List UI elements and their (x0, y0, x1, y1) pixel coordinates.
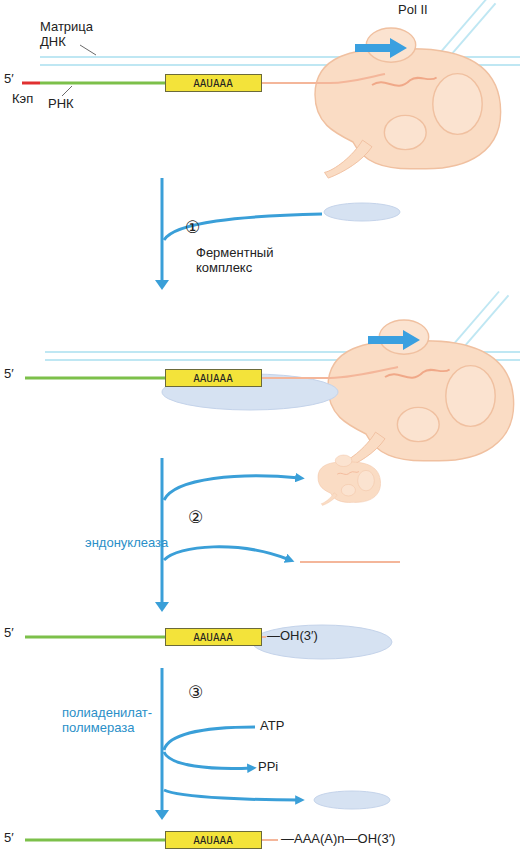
label: Кэп (12, 92, 33, 107)
label: —AAA(A)n—OH(3′) (281, 832, 395, 847)
label: Ферментный комплекс (196, 246, 286, 276)
branch-arrow (164, 752, 252, 768)
label: Pol II (398, 3, 428, 18)
arrow-head (155, 810, 169, 820)
enzyme-complex (314, 791, 390, 809)
arrow-head (155, 602, 169, 612)
signal-box: AAUAAA (165, 369, 262, 387)
rna-tail (262, 839, 278, 841)
step-arrow (161, 668, 164, 812)
label: —OH(3′) (267, 629, 318, 644)
signal-box: AAUAAA (165, 628, 262, 646)
branch-arrow (164, 547, 290, 560)
step-number: ① (185, 218, 200, 238)
pol-ii-enzyme (315, 0, 501, 178)
label: PPi (258, 760, 278, 775)
label: ATP (260, 719, 284, 734)
pol-ii-enzyme (318, 455, 381, 506)
rna-strand (25, 636, 165, 639)
leader-line (62, 86, 72, 96)
rna-strand (25, 377, 165, 380)
rna-strand (25, 839, 165, 842)
branch-arrow (164, 476, 300, 500)
rna-tail (262, 636, 266, 638)
label: полиаденилат- полимераза (62, 706, 158, 736)
branch-arrow (164, 790, 300, 800)
signal-box: AAUAAA (165, 74, 262, 92)
enzyme-complex (324, 203, 400, 221)
signal-box: AAUAAA (165, 831, 262, 849)
label: 5′ (4, 626, 14, 641)
cleaved-rna (300, 561, 400, 563)
leader-line (80, 45, 96, 55)
step-arrow (161, 458, 164, 604)
rna-strand (40, 82, 165, 85)
pol-ii-enzyme (328, 292, 514, 471)
enzyme-complex (252, 625, 392, 659)
label: РНК (48, 97, 74, 112)
label: 5′ (4, 367, 14, 382)
branch-arrow (164, 214, 322, 240)
box-text: AAUAAA (193, 77, 233, 90)
step-number: ② (188, 508, 203, 528)
direction-arrow (368, 330, 420, 350)
box-text: AAUAAA (193, 372, 233, 385)
rna-tail (262, 377, 330, 379)
rna-tail (330, 367, 398, 378)
rna-tail (262, 82, 330, 84)
step-number: ③ (188, 683, 203, 703)
label: 5′ (4, 831, 14, 846)
box-text: AAUAAA (193, 834, 233, 847)
label: 5′ (4, 72, 14, 87)
arrow-head (155, 280, 169, 290)
direction-arrow (355, 38, 407, 58)
cap (22, 82, 40, 85)
branch-arrow (164, 727, 255, 750)
rna-tail (330, 74, 385, 83)
step-arrow (161, 178, 164, 282)
label: эндонуклеаза (85, 536, 168, 551)
label: Матрица ДНК (40, 20, 102, 50)
box-text: AAUAAA (193, 631, 233, 644)
